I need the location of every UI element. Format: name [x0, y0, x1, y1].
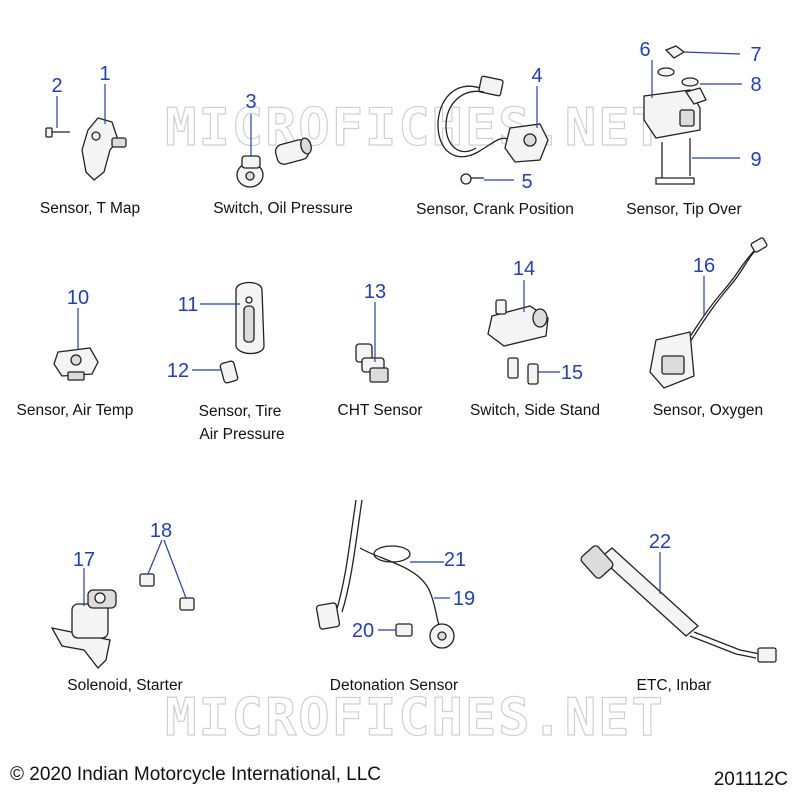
crank-position-sensor-illustration	[437, 75, 549, 185]
callout-13: 13	[364, 281, 386, 303]
callout-12: 12	[167, 360, 189, 382]
caption-tire-pressure-line-2: Air Pressure	[199, 426, 284, 443]
cht-sensor-illustration	[355, 343, 389, 383]
caption-tip-over-sensor: Sensor, Tip Over	[626, 201, 741, 218]
callout-11: 11	[178, 294, 199, 316]
caption-side-stand-switch: Switch, Side Stand	[470, 402, 600, 419]
drawing-number: 201112C	[714, 769, 788, 790]
callout-2: 2	[51, 75, 62, 97]
watermark-top: MICROFICHES.NET	[165, 98, 665, 158]
detonation-sensor-illustration	[315, 499, 455, 649]
leader-7	[683, 51, 741, 55]
starter-solenoid-illustration	[50, 573, 195, 669]
caption-oil-pressure-switch: Switch, Oil Pressure	[213, 200, 353, 217]
caption-oxygen-sensor: Sensor, Oxygen	[653, 402, 763, 419]
callout-17: 17	[73, 549, 95, 571]
callout-22: 22	[649, 531, 671, 553]
oil-pressure-switch-illustration	[236, 137, 312, 188]
caption-air-temp-sensor: Sensor, Air Temp	[17, 402, 134, 419]
air-temp-sensor-illustration	[53, 347, 99, 381]
callout-8: 8	[750, 74, 761, 96]
callout-21: 21	[444, 549, 466, 571]
tire-pressure-sensor-illustration	[219, 281, 265, 384]
caption-detonation-sensor: Detonation Sensor	[330, 677, 458, 694]
etc-inbar-illustration	[580, 545, 777, 663]
watermark-bottom: MICROFICHES.NET	[165, 688, 665, 748]
callout-7: 7	[750, 44, 761, 66]
caption-etc-inbar: ETC, Inbar	[637, 677, 712, 694]
copyright-text: © 2020 Indian Motorcycle International, …	[10, 764, 381, 785]
callout-4: 4	[531, 65, 542, 87]
leader-18a	[147, 539, 163, 575]
side-stand-switch-illustration	[487, 299, 549, 385]
callout-9: 9	[750, 149, 761, 171]
callout-1: 1	[99, 63, 110, 85]
callout-19: 19	[453, 588, 475, 610]
callout-18: 18	[150, 520, 172, 542]
caption-cht-sensor: CHT Sensor	[338, 402, 423, 419]
caption-t-map-sensor: Sensor, T Map	[40, 200, 140, 217]
callout-3: 3	[245, 91, 256, 113]
t-map-sensor-illustration	[45, 117, 127, 181]
callout-15: 15	[561, 362, 583, 384]
callout-6: 6	[639, 39, 650, 61]
callout-5: 5	[521, 171, 532, 193]
callout-14: 14	[513, 258, 535, 280]
callout-16: 16	[693, 255, 715, 277]
tip-over-sensor-illustration	[643, 45, 707, 185]
caption-tire-pressure-line-1: Sensor, Tire	[199, 403, 282, 420]
oxygen-sensor-illustration	[649, 237, 768, 389]
caption-starter-solenoid: Solenoid, Starter	[67, 677, 182, 694]
callout-10: 10	[67, 287, 89, 309]
caption-crank-position-sensor: Sensor, Crank Position	[416, 201, 574, 218]
leader-18b	[163, 539, 187, 599]
callout-20: 20	[352, 620, 374, 642]
